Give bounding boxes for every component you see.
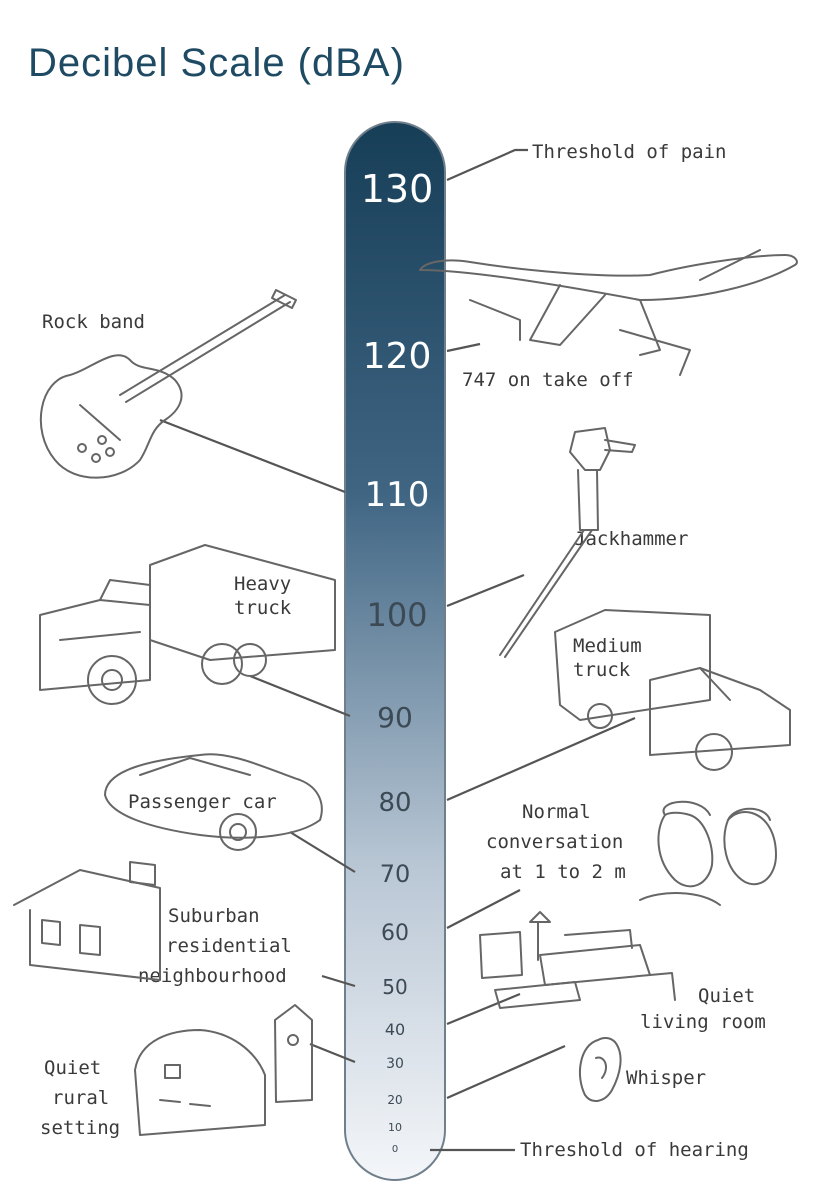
label-threshold-hearing: Threshold of hearing xyxy=(520,1139,749,1161)
leader-threshold-pain xyxy=(446,148,528,182)
leader-jet xyxy=(446,342,481,353)
label-medium-truck-2: truck xyxy=(573,659,631,681)
leader-rural xyxy=(309,1042,356,1064)
ear-icon xyxy=(578,1036,622,1102)
label-heavy-truck-2: truck xyxy=(234,597,292,619)
label-suburban-3: neighbourhood xyxy=(138,965,287,987)
leader-medium-truck xyxy=(446,716,636,802)
label-living-room-2: living room xyxy=(640,1011,766,1033)
label-rock-band: Rock band xyxy=(42,311,145,333)
label-jackhammer: Jackhammer xyxy=(574,528,688,550)
car-icon xyxy=(104,753,323,851)
label-suburban-1: Suburban xyxy=(168,905,260,927)
decibel-bar xyxy=(344,121,446,1181)
tick-40: 40 xyxy=(385,1020,405,1039)
leader-suburban xyxy=(321,974,356,988)
scale-ticks: 130 120 110 100 90 80 70 60 50 40 30 20 … xyxy=(361,167,434,1155)
label-passenger-car: Passenger car xyxy=(128,791,277,813)
label-heavy-truck-1: Heavy xyxy=(234,573,291,595)
tick-130: 130 xyxy=(361,167,434,211)
tick-90: 90 xyxy=(377,701,413,734)
leader-living-room xyxy=(446,992,521,1026)
label-threshold-pain: Threshold of pain xyxy=(532,141,726,163)
barn-icon xyxy=(134,1004,313,1136)
label-whisper: Whisper xyxy=(626,1067,706,1089)
people-talking-icon xyxy=(639,800,777,906)
heavy-truck-icon xyxy=(39,544,336,705)
page-title: Decibel Scale (dBA) xyxy=(28,41,405,85)
source-labels: Threshold of pain Rock band 747 on take … xyxy=(40,141,766,1161)
leader-lines xyxy=(159,148,636,1152)
label-747: 747 on take off xyxy=(462,369,634,391)
leader-rock-band xyxy=(159,418,346,494)
label-conversation-2: conversation xyxy=(486,831,623,853)
tick-50: 50 xyxy=(382,975,407,999)
tick-100: 100 xyxy=(366,596,427,634)
leader-whisper xyxy=(446,1044,566,1100)
tick-20: 20 xyxy=(387,1093,402,1107)
label-living-room-1: Quiet xyxy=(698,985,755,1007)
label-rural-3: setting xyxy=(40,1117,120,1139)
house-icon xyxy=(13,861,161,981)
leader-jackhammer xyxy=(446,573,525,608)
living-room-icon xyxy=(479,911,676,1009)
label-rural-2: rural xyxy=(52,1087,109,1109)
label-suburban-2: residential xyxy=(166,935,292,957)
leader-passenger-car xyxy=(289,831,356,873)
tick-60: 60 xyxy=(381,921,409,946)
label-medium-truck-1: Medium xyxy=(573,635,642,657)
tick-30: 30 xyxy=(386,1056,404,1072)
label-conversation-1: Normal xyxy=(522,801,591,823)
guitar-icon xyxy=(39,289,297,479)
tick-10: 10 xyxy=(388,1121,402,1134)
tick-70: 70 xyxy=(380,860,411,888)
tick-80: 80 xyxy=(378,788,411,818)
airplane-icon xyxy=(419,249,798,376)
tick-120: 120 xyxy=(363,336,432,377)
jackhammer-icon xyxy=(499,427,636,658)
leader-heavy-truck xyxy=(249,674,351,718)
leader-conversation xyxy=(446,889,521,929)
tick-110: 110 xyxy=(365,475,430,515)
label-rural-1: Quiet xyxy=(44,1057,101,1079)
tick-0: 0 xyxy=(392,1144,398,1155)
label-conversation-3: at 1 to 2 m xyxy=(500,861,626,883)
medium-truck-icon xyxy=(554,609,791,771)
